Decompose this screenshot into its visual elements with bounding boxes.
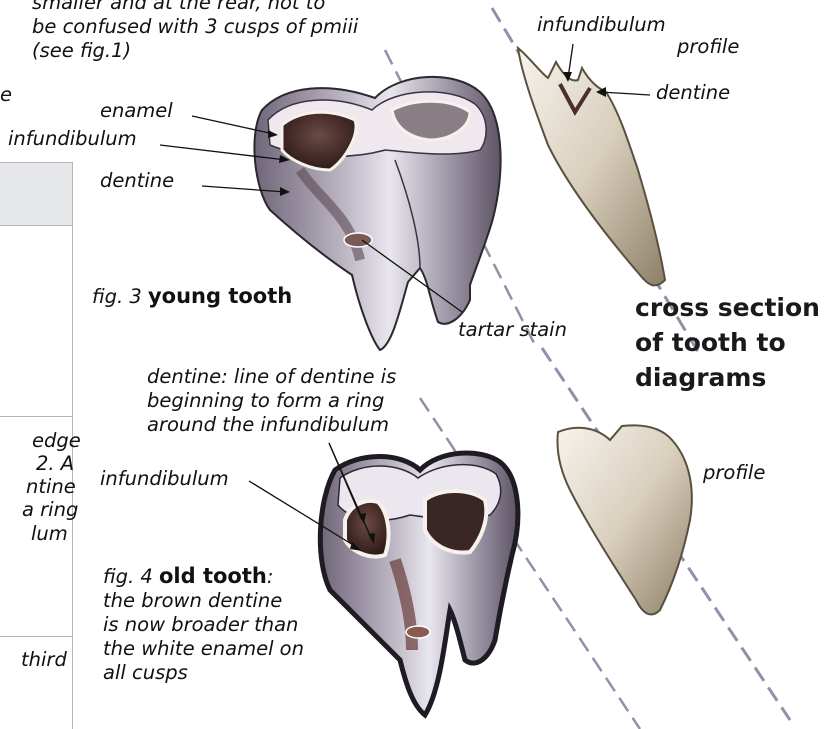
profile-bottom-label: profile [703,462,765,484]
profile-top-dentine: dentine [656,82,730,104]
fig4-caption-line1: the brown dentine [103,590,282,612]
fig4-caption-prefix: fig. 4 [103,565,153,588]
fig4-label-infundibulum: infundibulum [100,468,229,490]
fig4-caption: fig. 4 old tooth: [103,565,273,588]
profile-top-infundibulum: infundibulum [537,14,666,36]
fig4-caption-colon: : [267,565,274,588]
fig4-caption-line4: all cusps [103,662,188,684]
top-note-line3: (see fig.1) [32,40,131,62]
fig3-caption-prefix: fig. 3 [92,285,142,308]
young-tooth-drawing [254,77,500,350]
fig3-caption-title: young tooth [148,284,292,308]
fig3-caption: fig. 3 young tooth [92,285,292,308]
fig4-dentine-note-line3: around the infundibulum [147,414,389,436]
profile-top-label: profile [677,36,739,58]
fig4-dentine-note-line2: beginning to form a ring [147,390,384,412]
profile-drawing-top [518,48,665,285]
label-dentine: dentine [100,170,174,192]
fig4-caption-title: old tooth [159,564,267,588]
cross-section-line1: cross section [635,290,820,326]
label-enamel: enamel [100,100,173,122]
fig4-dentine-note-line1: dentine: line of dentine is [147,366,396,388]
fig4-caption-line3: the white enamel on [103,638,304,660]
label-tartar-stain: tartar stain [458,319,567,341]
label-infundibulum: infundibulum [8,128,137,150]
profile-drawing-bottom [558,425,692,614]
cross-section-line3: diagrams [635,360,766,396]
top-note-line1: smaller and at the rear, not to [32,0,325,14]
fig4-caption-line2: is now broader than [103,614,298,636]
top-note-line2: be confused with 3 cusps of pmiii [32,16,358,38]
cross-section-line2: of tooth to [635,325,786,361]
